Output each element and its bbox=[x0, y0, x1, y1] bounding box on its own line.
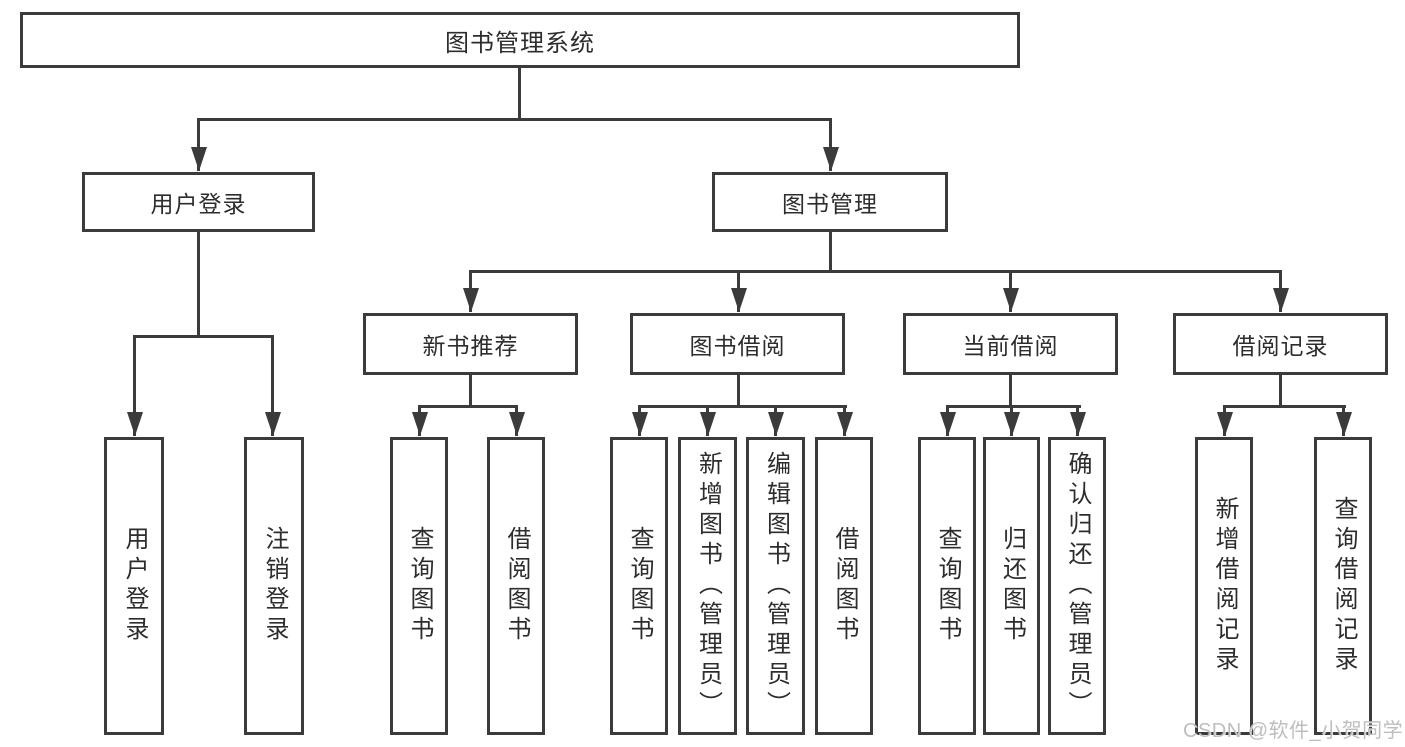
node-label: 图书管理 bbox=[782, 191, 878, 217]
connector-user-login-stem bbox=[197, 232, 200, 338]
leaf-label: 编辑图书（管理员） bbox=[762, 451, 790, 721]
arrow-to-records-add-record bbox=[1223, 405, 1226, 436]
arrow-to-borrowing-query-books bbox=[638, 405, 641, 436]
arrow-to-book-borrowing bbox=[737, 270, 740, 312]
node-borrowing-records: 借阅记录 bbox=[1173, 313, 1388, 375]
node-label: 借阅记录 bbox=[1232, 333, 1329, 359]
connector-root-rail bbox=[197, 118, 832, 121]
leaf-user-login: 用户登录 bbox=[104, 437, 164, 735]
connector-recommend-stem bbox=[469, 375, 472, 408]
leaf-label: 查询图书 bbox=[934, 526, 961, 646]
arrow-to-leaf-logout bbox=[271, 335, 274, 436]
leaf-label: 注销登录 bbox=[261, 526, 288, 646]
node-new-book-recommend: 新书推荐 bbox=[363, 313, 578, 375]
leaf-label: 新增借阅记录 bbox=[1211, 496, 1238, 676]
arrow-to-leaf-user-login bbox=[133, 335, 136, 436]
connector-records-rail bbox=[1223, 405, 1346, 408]
leaf-label: 归还图书 bbox=[998, 526, 1026, 646]
leaf-label: 借阅图书 bbox=[503, 526, 530, 646]
leaf-label: 查询图书 bbox=[406, 526, 433, 646]
node-current-borrowing: 当前借阅 bbox=[903, 313, 1118, 375]
leaf-recommend-query-books: 查询图书 bbox=[390, 437, 448, 735]
node-user-login: 用户登录 bbox=[82, 172, 315, 232]
leaf-logout: 注销登录 bbox=[244, 437, 304, 735]
arrow-to-new-book-recommend bbox=[469, 270, 472, 312]
node-book-borrowing: 图书借阅 bbox=[630, 313, 845, 375]
arrow-to-recommend-borrow-books bbox=[515, 405, 518, 436]
leaf-label: 用户登录 bbox=[121, 526, 148, 646]
connector-current-stem bbox=[1009, 375, 1012, 408]
leaf-label: 确认归还（管理员） bbox=[1064, 451, 1091, 721]
node-book-management: 图书管理 bbox=[712, 172, 948, 232]
leaf-label: 借阅图书 bbox=[831, 526, 858, 646]
leaf-current-query-books: 查询图书 bbox=[918, 437, 976, 735]
arrow-to-current-return-books bbox=[1010, 405, 1013, 436]
node-library-management-system: 图书管理系统 bbox=[20, 12, 1020, 68]
connector-user-login-rail bbox=[133, 335, 274, 338]
leaf-label: 查询图书 bbox=[626, 526, 653, 646]
connector-book-management-rail bbox=[469, 270, 1282, 273]
node-label: 当前借阅 bbox=[962, 333, 1059, 359]
node-label: 图书借阅 bbox=[689, 333, 786, 359]
arrow-to-current-borrowing bbox=[1009, 270, 1012, 312]
connector-records-stem bbox=[1279, 375, 1282, 408]
connector-root-stem bbox=[518, 68, 521, 118]
arrow-to-borrowing-borrow-books bbox=[843, 405, 846, 436]
node-label: 用户登录 bbox=[150, 191, 247, 217]
arrow-to-borrowing-records bbox=[1279, 270, 1282, 312]
connector-current-rail bbox=[946, 405, 1081, 408]
leaf-records-query-record: 查询借阅记录 bbox=[1314, 437, 1372, 735]
arrow-to-recommend-query-books bbox=[418, 405, 421, 436]
arrow-to-borrowing-edit-books bbox=[774, 405, 777, 436]
leaf-borrowing-add-books: 新增图书（管理员） bbox=[678, 437, 737, 735]
connector-recommend-rail bbox=[418, 405, 518, 408]
csdn-watermark: CSDN @软件_小贺同学 bbox=[1183, 720, 1404, 742]
leaf-recommend-borrow-books: 借阅图书 bbox=[487, 437, 545, 735]
arrow-to-records-query-record bbox=[1342, 405, 1345, 436]
leaf-borrowing-edit-books: 编辑图书（管理员） bbox=[746, 437, 805, 735]
leaf-label: 新增图书（管理员） bbox=[694, 451, 722, 721]
arrow-to-user-login bbox=[197, 118, 200, 171]
node-label: 新书推荐 bbox=[422, 333, 519, 359]
leaf-label: 查询借阅记录 bbox=[1330, 496, 1357, 676]
leaf-borrowing-query-books: 查询图书 bbox=[610, 437, 668, 735]
leaf-current-confirm-return: 确认归还（管理员） bbox=[1048, 437, 1106, 735]
leaf-borrowing-borrow-books: 借阅图书 bbox=[815, 437, 873, 735]
connector-borrowing-stem bbox=[737, 375, 740, 408]
arrow-to-book-management bbox=[829, 118, 832, 171]
arrow-to-current-query-books bbox=[946, 405, 949, 436]
connector-borrowing-rail bbox=[638, 405, 847, 408]
leaf-current-return-books: 归还图书 bbox=[983, 437, 1040, 735]
leaf-records-add-record: 新增借阅记录 bbox=[1195, 437, 1253, 735]
arrow-to-borrowing-add-books bbox=[706, 405, 709, 436]
node-label: 图书管理系统 bbox=[445, 29, 595, 57]
connector-book-management-stem bbox=[829, 232, 832, 273]
arrow-to-current-confirm-return bbox=[1076, 405, 1079, 436]
